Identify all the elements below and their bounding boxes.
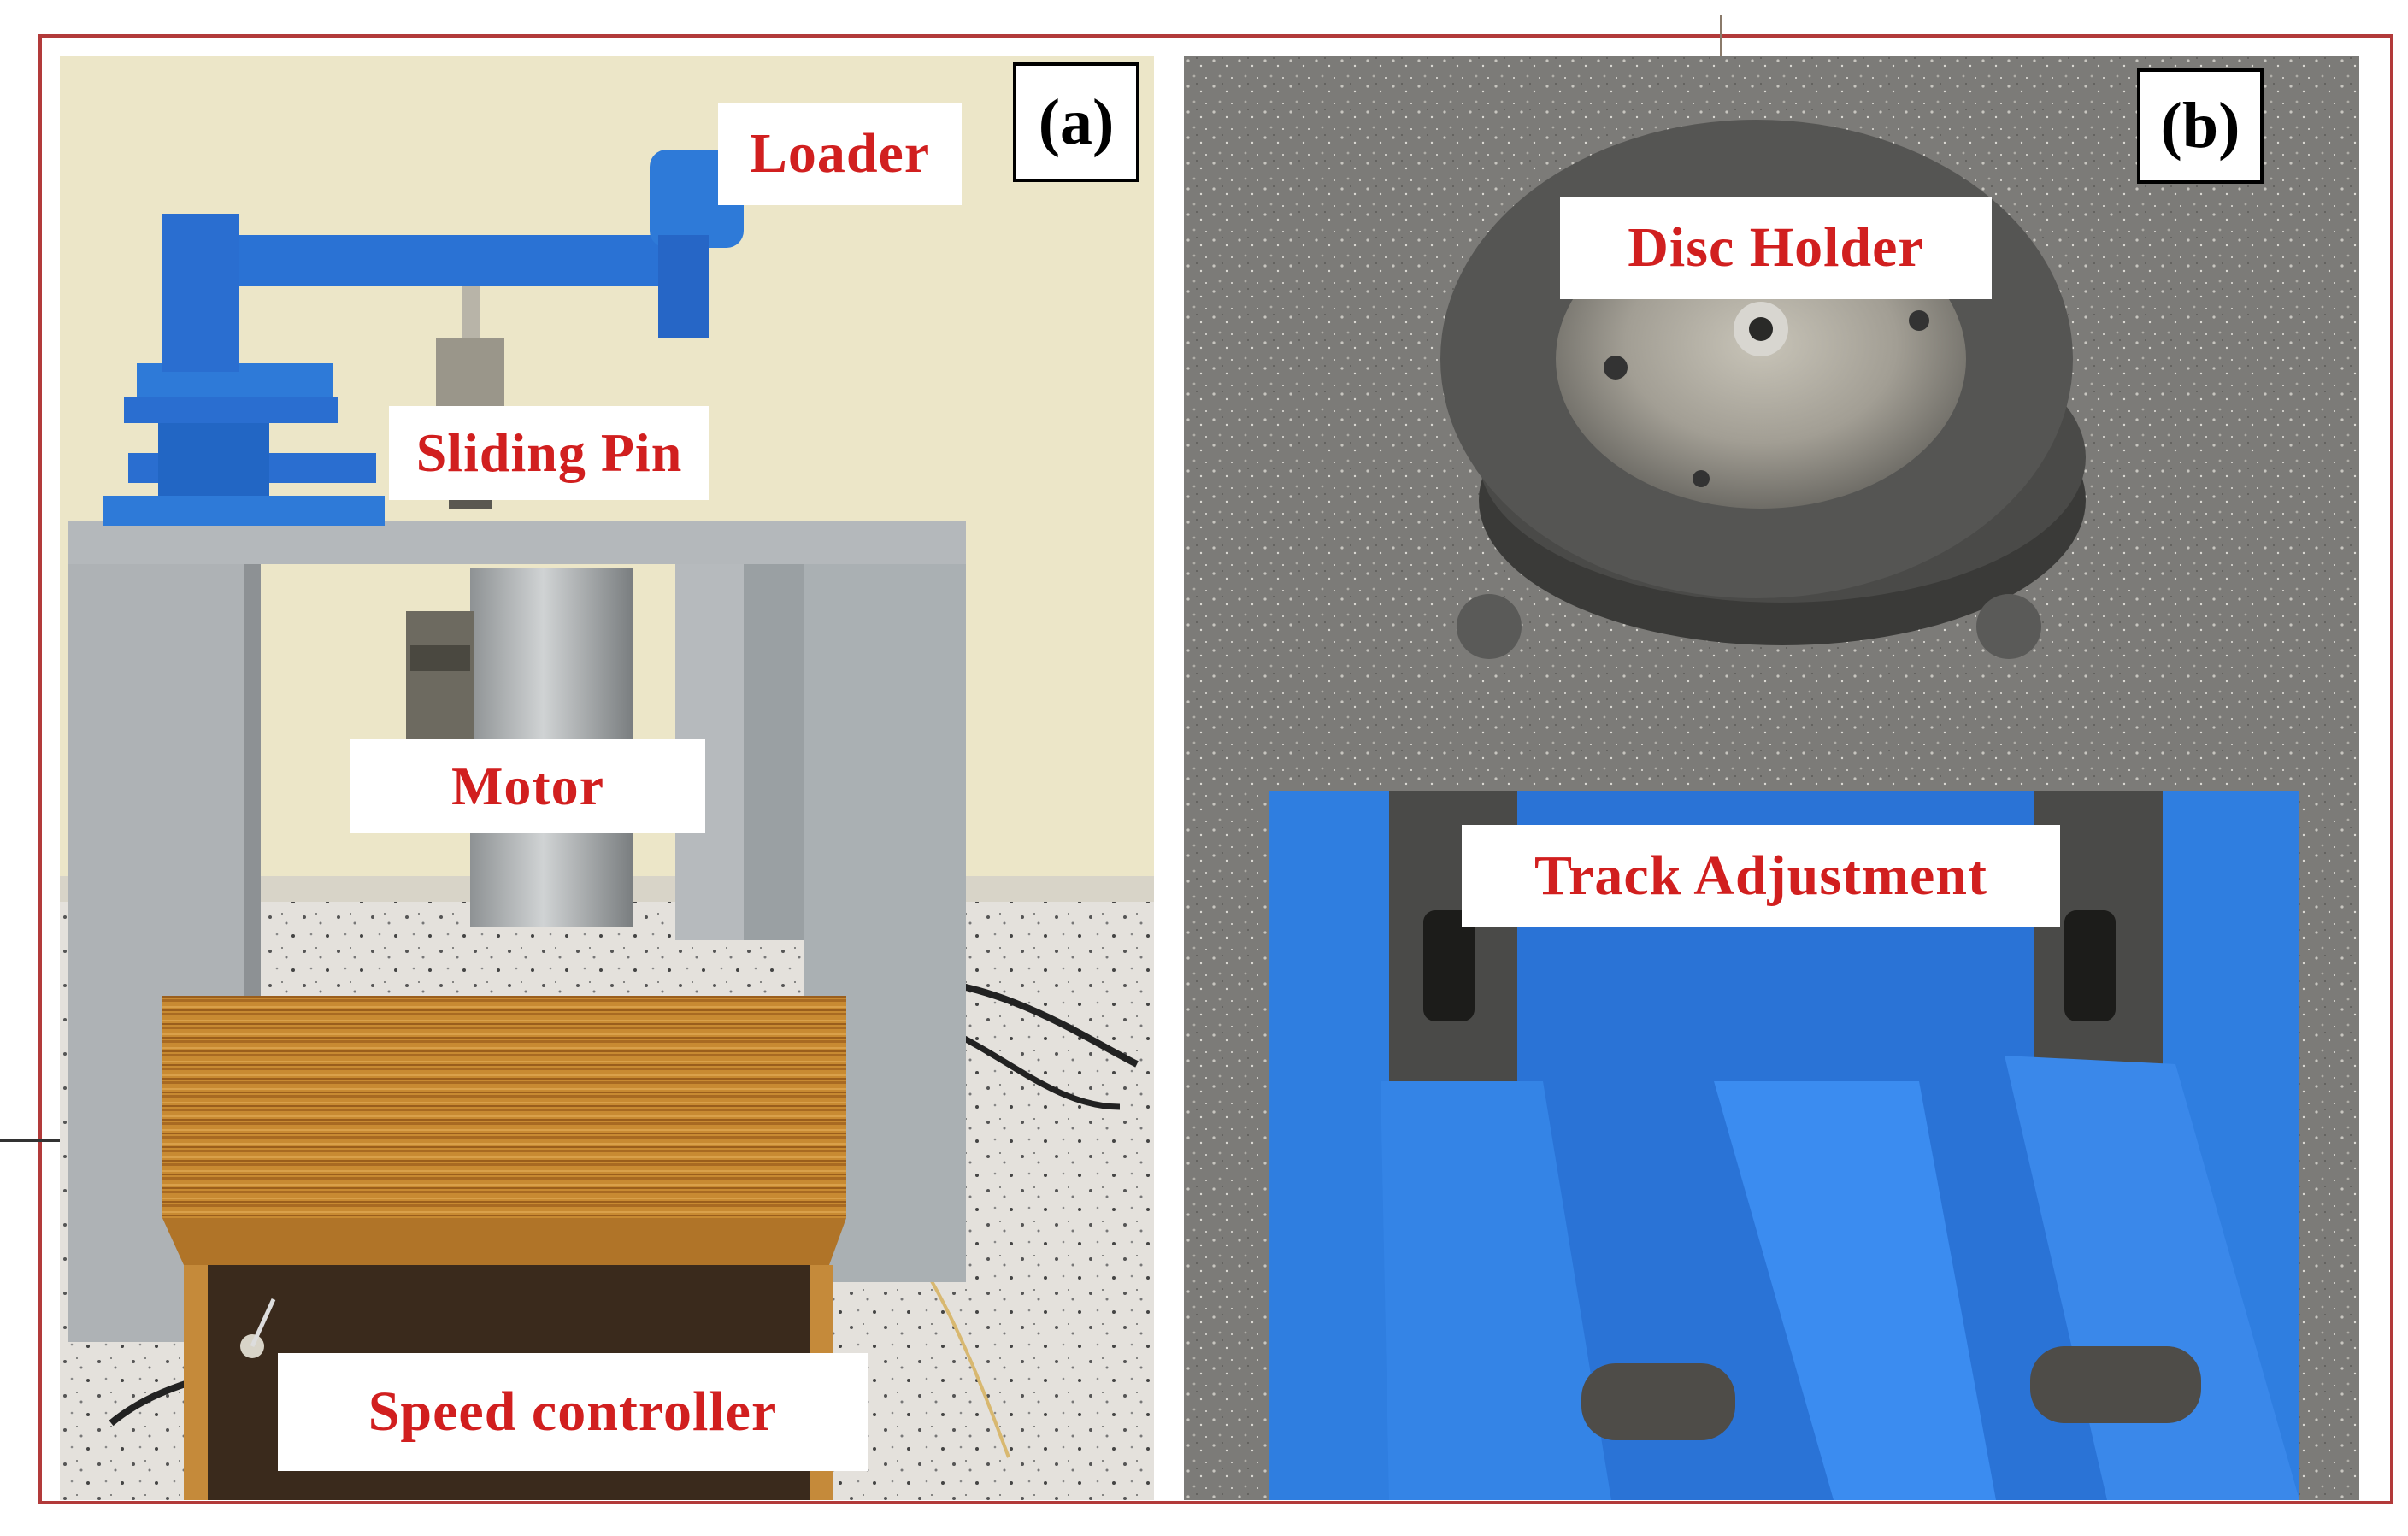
label-loader: Loader bbox=[718, 103, 962, 205]
label-disc-holder: Disc Holder bbox=[1560, 197, 1992, 299]
crosshair-mark-left bbox=[0, 1139, 68, 1142]
photo-panel-b: (b) Disc Holder Track Adjustment bbox=[1184, 56, 2359, 1500]
photo-panel-a: (a) Loader Sliding Pin Motor Speed contr… bbox=[60, 56, 1154, 1500]
panel-label-b: (b) bbox=[2137, 68, 2264, 184]
label-motor: Motor bbox=[350, 739, 705, 833]
panel-label-a: (a) bbox=[1013, 62, 1139, 182]
label-sliding-pin: Sliding Pin bbox=[389, 406, 709, 500]
crosshair-mark-top bbox=[1720, 15, 1722, 56]
label-speed-controller: Speed controller bbox=[278, 1353, 868, 1471]
label-track-adjustment: Track Adjustment bbox=[1462, 825, 2060, 927]
